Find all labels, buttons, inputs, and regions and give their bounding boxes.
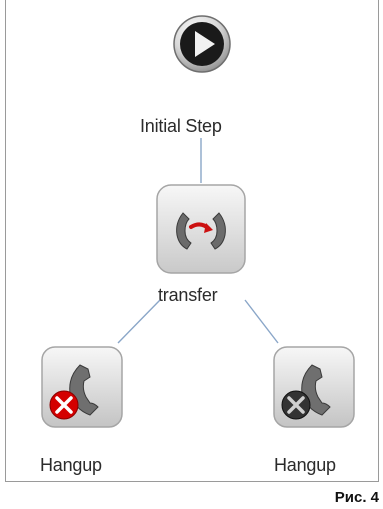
node-initial-step[interactable] bbox=[172, 14, 232, 74]
figure-caption: Рис. 4 bbox=[334, 489, 379, 506]
hangup-phone-icon bbox=[273, 346, 355, 428]
play-icon bbox=[173, 15, 231, 73]
hangup-phone-icon bbox=[41, 346, 123, 428]
node-hangup-right[interactable] bbox=[272, 345, 356, 429]
transfer-call-icon bbox=[156, 184, 246, 274]
node-label-transfer: transfer bbox=[158, 285, 218, 305]
node-label-initial-step: Initial Step bbox=[140, 116, 222, 136]
node-hangup-left[interactable] bbox=[40, 345, 124, 429]
node-label-hangup-left: Hangup bbox=[40, 455, 102, 475]
node-transfer[interactable] bbox=[155, 183, 247, 275]
node-label-hangup-right: Hangup bbox=[274, 455, 336, 475]
